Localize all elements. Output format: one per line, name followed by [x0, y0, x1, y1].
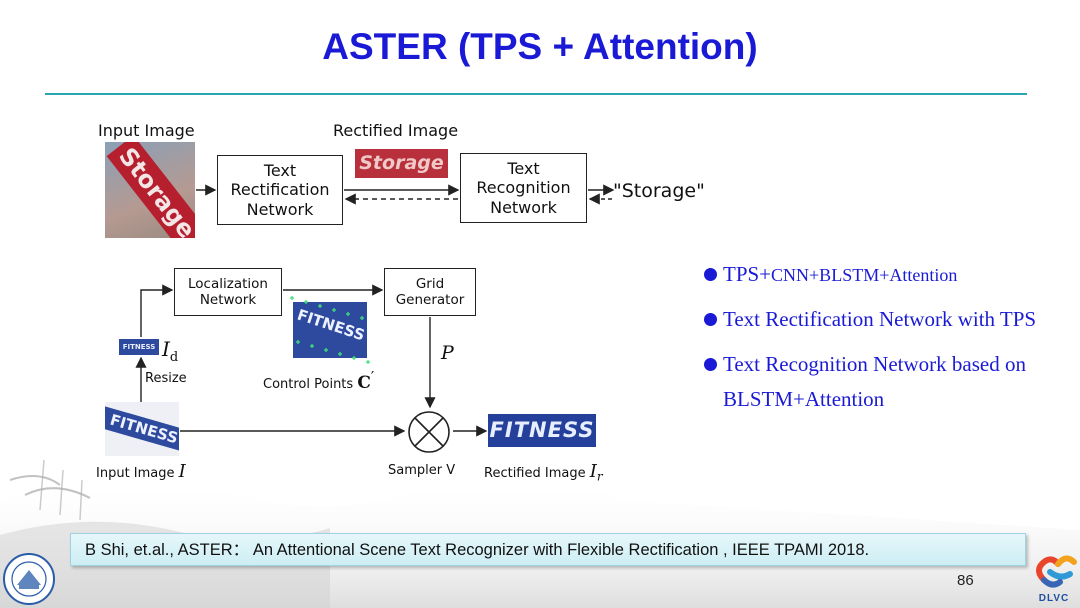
grid-generator-label: Grid Generator — [395, 275, 465, 308]
sampler-icon — [408, 411, 450, 453]
storage-input-image: Storage — [105, 142, 195, 238]
p-symbol: P — [441, 342, 454, 364]
text-rectification-network-label: Text Rectification Network — [230, 161, 330, 219]
storage-rectified-image: Storage — [355, 149, 448, 178]
slide-title: ASTER (TPS + Attention) — [322, 26, 758, 67]
bullet-item: TPS+CNN+BLSTM+Attention — [703, 258, 1073, 293]
output-text: "Storage" — [613, 180, 705, 202]
university-seal-logo — [3, 553, 55, 605]
page-number: 86 — [957, 572, 974, 589]
rectified-image-caption: Rectified Image Ir — [484, 461, 603, 484]
rectified-image-label: Rectified Image — [333, 121, 459, 140]
resized-fitness-image: FITNESS — [119, 339, 159, 355]
input-image-caption: Input Image I — [96, 461, 186, 482]
bullet-item: Text Rectification Network with TPS — [703, 303, 1073, 338]
localization-network-label: Localization Network — [188, 275, 268, 308]
fitness-input-image: FITNESS — [105, 402, 179, 456]
dlvc-logo-text: DLVC — [1038, 593, 1070, 604]
resize-label: Resize — [145, 371, 187, 386]
bullet-item: Text Recognition Network based on BLSTM+… — [703, 348, 1073, 418]
bullet-dot-icon — [704, 313, 717, 326]
control-point-markers — [290, 296, 370, 364]
title-divider — [45, 93, 1027, 95]
sampler-label: Sampler V — [388, 463, 456, 478]
id-symbol: Id — [162, 337, 179, 365]
bullet-dot-icon — [704, 358, 717, 371]
citation-box: B Shi, et.al., ASTER： An Attentional Sce… — [70, 533, 1026, 566]
control-points-caption: Control Points C′ — [263, 368, 375, 393]
text-recognition-network-label: Text Recognition Network — [476, 159, 571, 217]
bullet-dot-icon — [704, 268, 717, 281]
fitness-rectified-image: FITNESS — [488, 414, 596, 447]
bullet-list: TPS+CNN+BLSTM+Attention Text Rectificati… — [703, 258, 1073, 428]
dlvc-logo-icon — [1036, 555, 1077, 588]
grid-generator-box: Grid Generator — [384, 268, 476, 316]
input-image-label: Input Image — [98, 121, 195, 140]
control-points-image: FITNESS — [293, 302, 367, 358]
text-recognition-network-box: Text Recognition Network — [460, 153, 587, 223]
text-rectification-network-box: Text Rectification Network — [217, 155, 343, 225]
localization-network-box: Localization Network — [174, 268, 282, 316]
